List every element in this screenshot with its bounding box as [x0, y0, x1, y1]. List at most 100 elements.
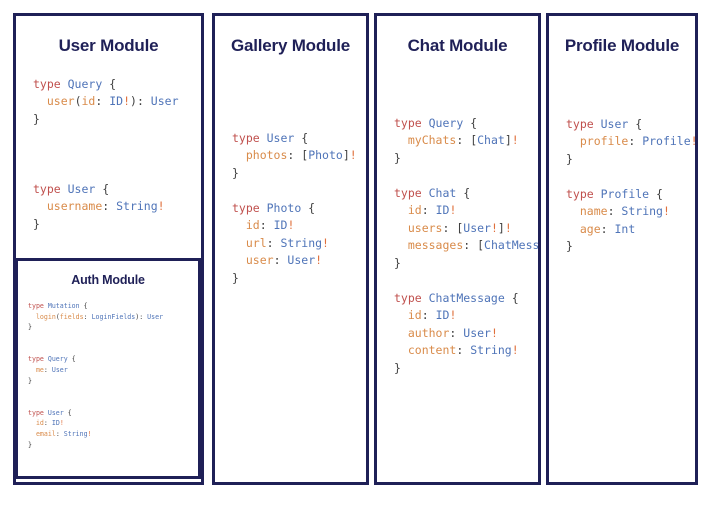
code-token: } — [394, 150, 401, 165]
code-token — [394, 326, 408, 340]
code-token: { — [294, 131, 309, 145]
code-line: content: String! — [394, 342, 538, 359]
code-token: : — [43, 366, 52, 375]
code-line — [232, 182, 366, 199]
code-token: type — [28, 355, 48, 364]
code-token: { — [649, 186, 663, 201]
code-line: me: User — [28, 365, 198, 376]
code-line: id: ID! — [394, 202, 538, 219]
code-token: type — [394, 185, 429, 200]
code-line: } — [33, 111, 201, 128]
code-line: type Query { — [33, 76, 201, 93]
code-token — [28, 366, 36, 374]
code-token — [33, 199, 47, 213]
code-token: profile — [579, 134, 629, 149]
code-line: type Chat { — [394, 185, 538, 202]
code-block-profile-module: type User { profile: Profile!} type Prof… — [549, 116, 695, 256]
code-line: } — [394, 150, 538, 167]
code-token: : — [83, 312, 92, 321]
panel-chat-module[interactable]: Chat Module type Query { myChats: [Chat]… — [374, 13, 541, 485]
panel-title-auth-module: Auth Module — [71, 273, 145, 287]
code-token: type — [33, 181, 68, 196]
code-token — [394, 203, 408, 217]
code-line: } — [28, 440, 198, 451]
code-token — [28, 419, 36, 427]
panel-auth-module[interactable]: Auth Module type Mutation { login(fields… — [16, 258, 201, 479]
code-block-auth-module: type Mutation { login(fields: LoginField… — [18, 301, 198, 450]
code-line: type User { — [232, 130, 366, 147]
code-token: : — [95, 94, 110, 109]
code-token — [394, 238, 408, 252]
code-token: ChatMessage — [428, 290, 505, 305]
code-token: : — [449, 325, 464, 340]
code-line: users: [User!]! — [394, 220, 538, 237]
code-token: Profile — [600, 186, 650, 201]
code-token: ( — [55, 312, 60, 321]
code-token: login — [35, 312, 56, 321]
code-token: ! — [349, 148, 357, 163]
code-token: String — [470, 343, 512, 358]
code-token: ): — [130, 94, 151, 109]
code-token: type — [232, 131, 267, 145]
code-token: ! — [449, 308, 457, 323]
code-token: User — [266, 131, 295, 145]
code-token: User — [287, 253, 316, 268]
panel-gallery-module[interactable]: Gallery Module type User { photos: [Phot… — [212, 13, 369, 485]
code-line: url: String! — [232, 235, 366, 252]
panel-title-gallery-module: Gallery Module — [230, 36, 351, 55]
code-token: Int — [614, 221, 636, 236]
code-token: : — [259, 218, 274, 233]
code-line: type Profile { — [566, 186, 695, 203]
code-token: } — [394, 255, 401, 270]
code-token — [33, 94, 47, 108]
code-token: username — [46, 199, 103, 214]
code-token: ID — [273, 218, 288, 233]
code-token: { — [67, 355, 76, 364]
code-token: String — [63, 430, 88, 439]
code-token: User — [150, 94, 179, 109]
code-line: } — [232, 270, 366, 287]
code-line — [394, 272, 538, 289]
code-line: profile: Profile! — [566, 133, 695, 150]
code-token: ( — [74, 94, 82, 109]
code-token: age — [579, 221, 601, 236]
code-token — [28, 313, 36, 321]
code-token: : — [442, 220, 457, 235]
code-token: ID — [435, 308, 450, 323]
code-line: user: User! — [232, 252, 366, 269]
code-token: ID — [109, 94, 124, 109]
code-token: { — [102, 77, 117, 91]
code-line: } — [28, 376, 198, 387]
code-token: : — [456, 133, 471, 148]
code-token: Mutation — [47, 302, 80, 310]
code-token: User — [463, 220, 491, 235]
code-line: } — [566, 238, 695, 255]
code-token: { — [301, 200, 316, 215]
code-token: User — [600, 117, 629, 131]
code-token: } — [394, 360, 401, 375]
code-token: : — [463, 238, 478, 253]
code-token — [394, 308, 408, 322]
code-token: ! — [490, 325, 498, 340]
code-token: [ — [456, 220, 464, 235]
code-token — [394, 133, 408, 147]
code-token: content — [407, 343, 457, 358]
panel-title-chat-module: Chat Module — [407, 36, 508, 55]
code-token: user — [245, 253, 274, 268]
code-token: } — [566, 239, 573, 254]
code-token: type — [566, 186, 601, 201]
code-token: User — [463, 325, 491, 340]
code-token: } — [28, 323, 32, 332]
code-line: type Query { — [28, 354, 198, 365]
code-token — [394, 221, 408, 235]
panel-user-module[interactable]: User Module type Query { user(id: ID!): … — [13, 13, 204, 485]
code-token: : — [43, 419, 52, 428]
code-token — [232, 148, 246, 162]
code-token: type — [394, 116, 429, 130]
panel-profile-module[interactable]: Profile Module type User { profile: Prof… — [546, 13, 698, 485]
code-token: : — [273, 253, 288, 268]
code-line — [566, 168, 695, 185]
code-token: ] — [497, 220, 505, 235]
code-token: ! — [690, 134, 698, 149]
code-token: [ — [470, 133, 478, 148]
